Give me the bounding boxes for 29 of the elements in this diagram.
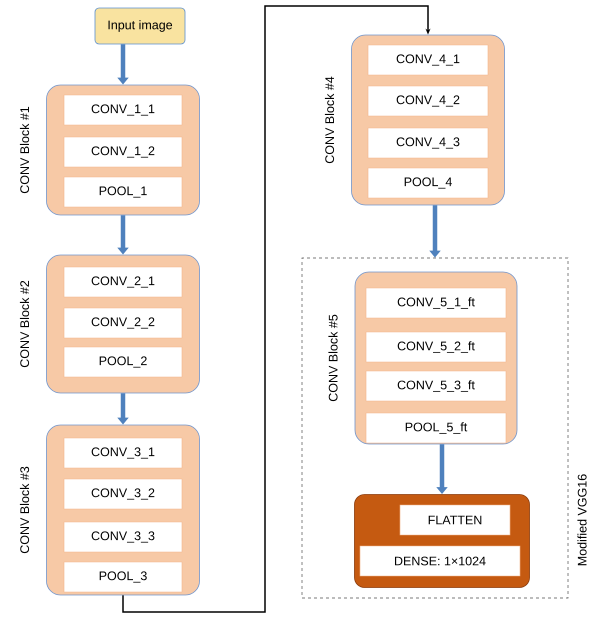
layer-box: POOL_5_ft: [366, 412, 506, 444]
layer-box: CONV_3_3: [64, 522, 182, 552]
block-label: CONV Block #2: [20, 280, 30, 368]
layer-box: CONV_1_1: [64, 94, 182, 126]
layer-box: CONV_4_3: [368, 128, 488, 158]
layer-box: CONV_2_1: [64, 266, 182, 298]
layer-box: CONV_2_2: [64, 308, 182, 338]
layer-box: POOL_3: [64, 562, 182, 592]
arrow: [122, 5, 431, 613]
block-label: CONV Block #3: [20, 466, 30, 554]
layer-box: CONV_3_1: [64, 438, 182, 468]
layer-box: POOL_1: [64, 176, 182, 208]
layer-box: CONV_3_2: [64, 478, 182, 510]
input-box: Input image: [94, 8, 186, 44]
layer-box: FLATTEN: [400, 504, 510, 536]
layer-box: CONV_4_2: [368, 86, 488, 116]
block-label: CONV Block #1: [20, 106, 30, 194]
layer-box: CONV_1_2: [64, 136, 182, 168]
layer-box: CONV_5_1_ft: [366, 288, 506, 318]
dashed-frame: [302, 258, 587, 598]
layer-box: CONV_5_2_ft: [366, 332, 506, 362]
layer-box: POOL_4: [368, 168, 488, 198]
block-label: CONV Block #5: [328, 314, 338, 402]
layer-box: CONV_5_3_ft: [366, 370, 506, 402]
block-label: Modified VGG16: [577, 474, 587, 566]
block-label: CONV Block #4: [324, 76, 334, 164]
layer-box: CONV_4_1: [368, 44, 488, 76]
layer-box: POOL_2: [64, 346, 182, 378]
layer-box: DENSE: 1×1024: [360, 546, 520, 576]
